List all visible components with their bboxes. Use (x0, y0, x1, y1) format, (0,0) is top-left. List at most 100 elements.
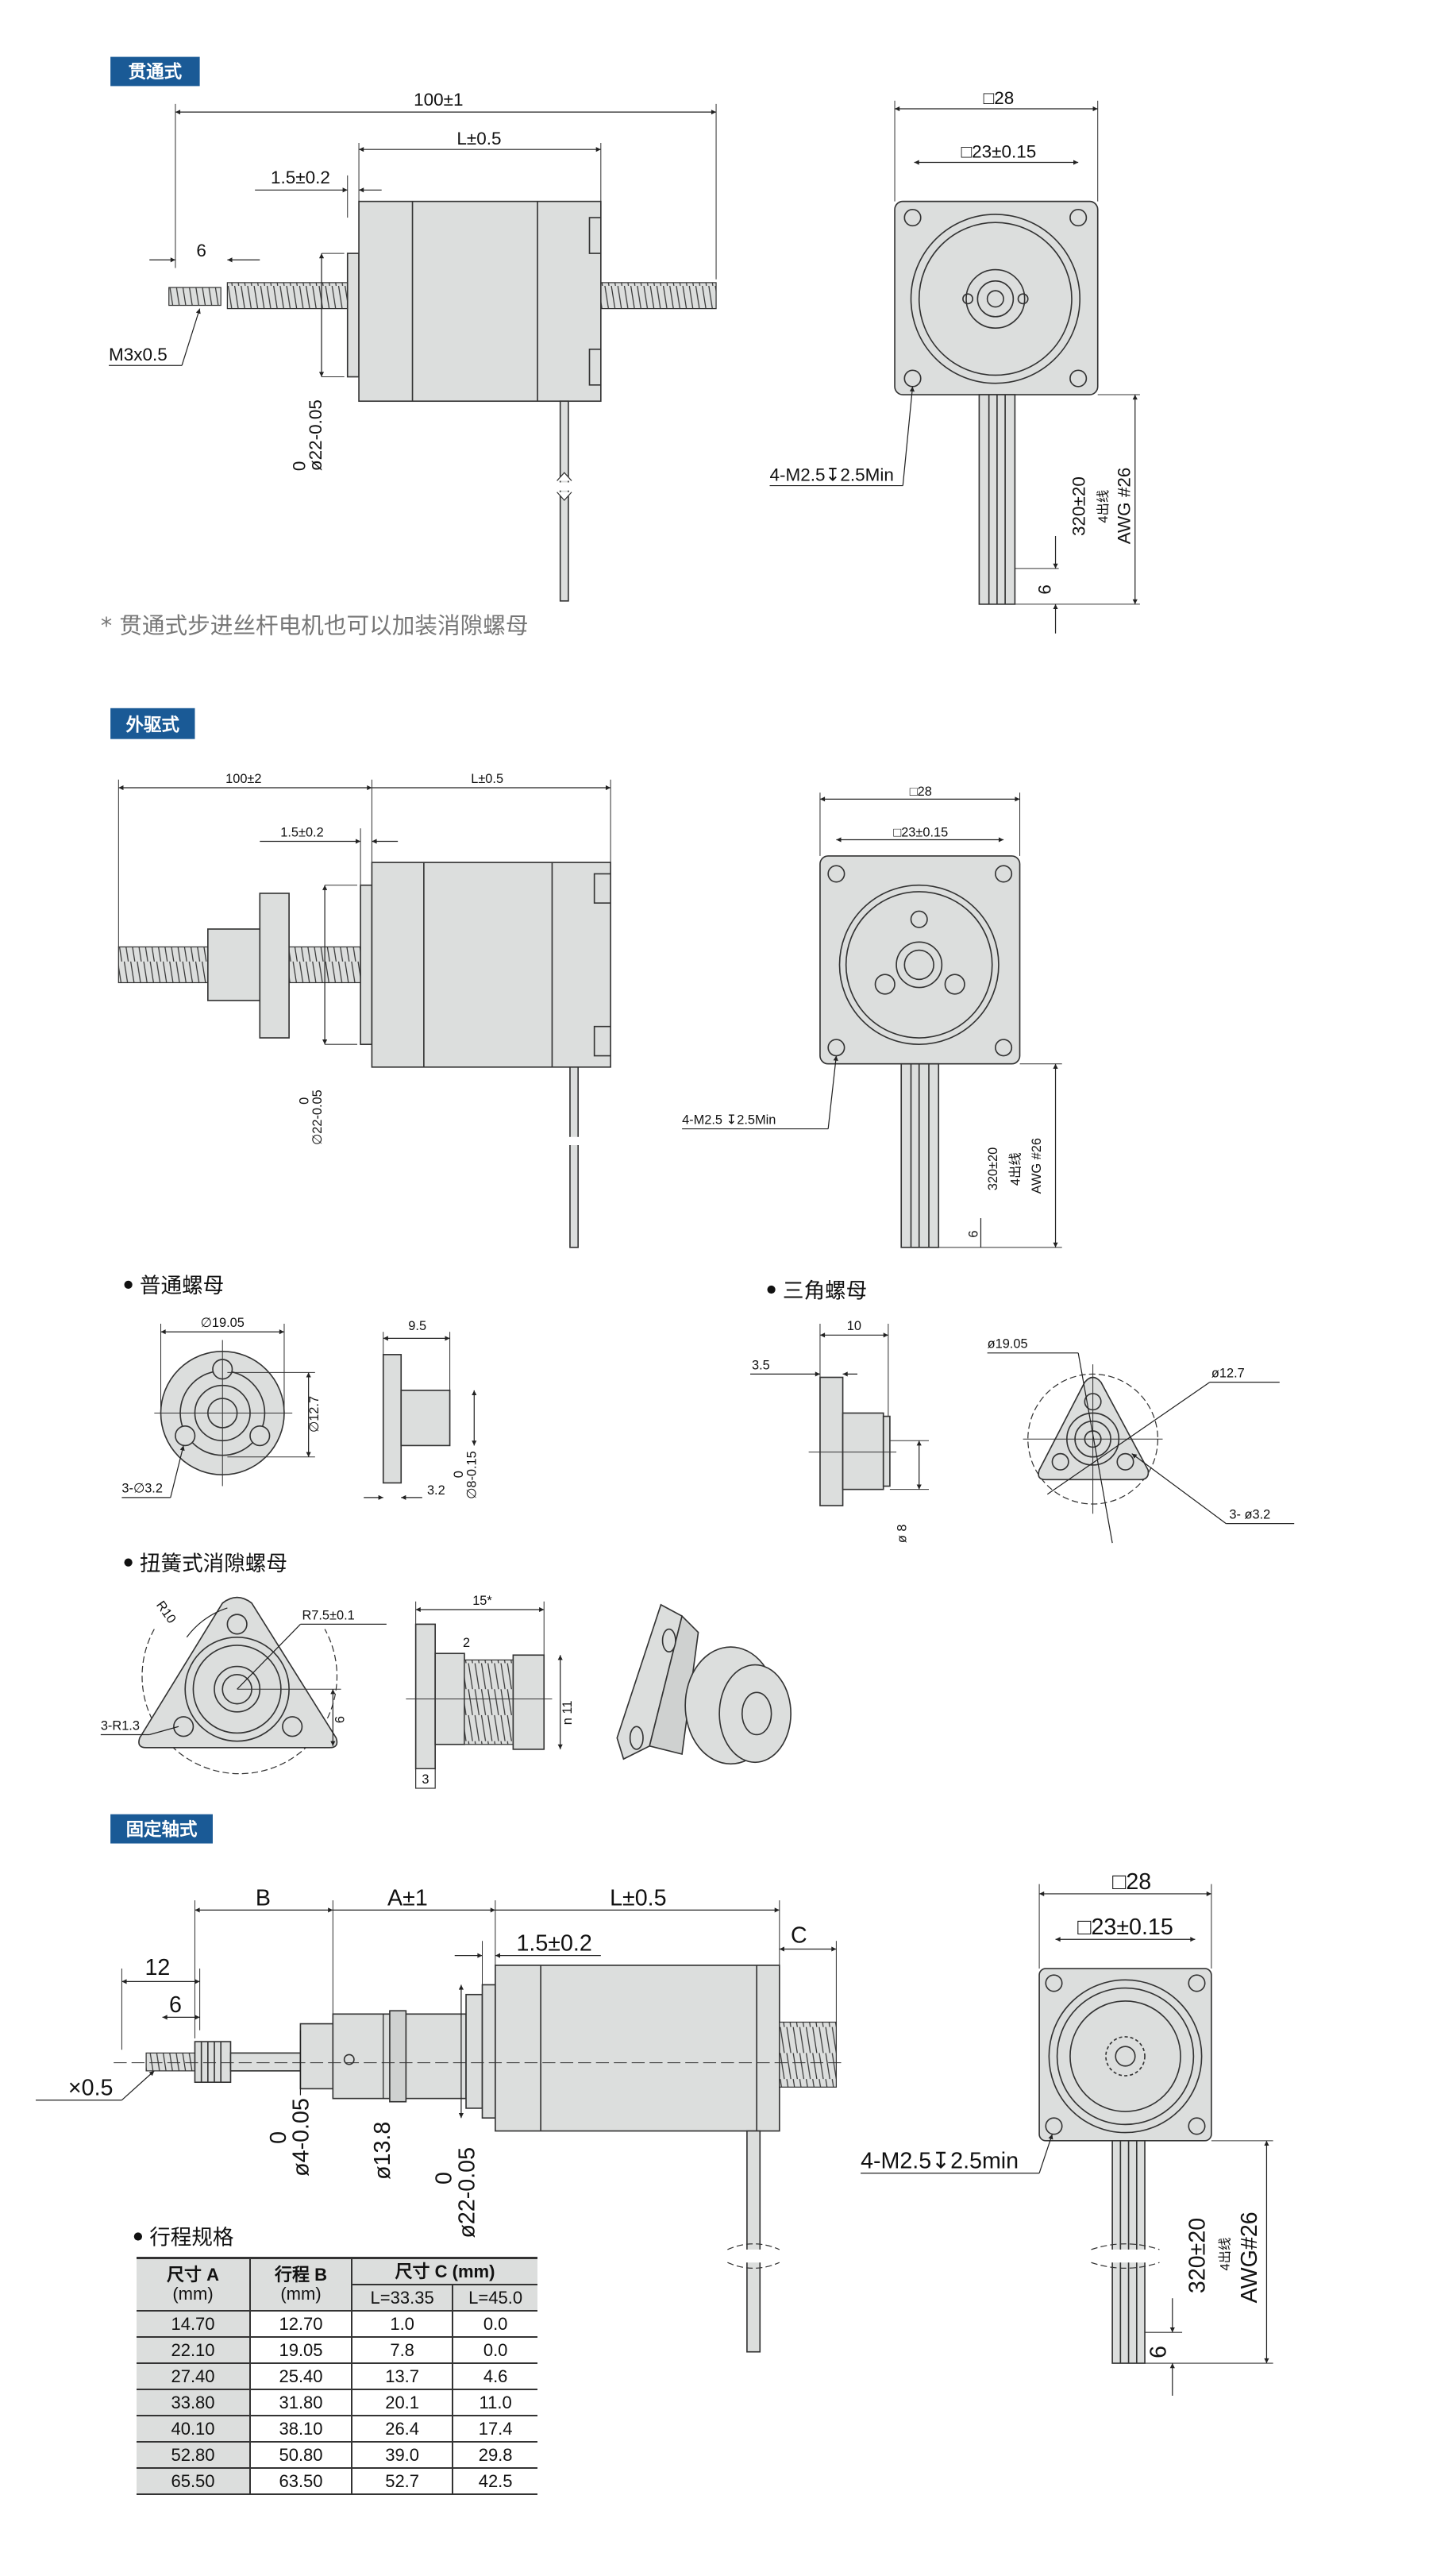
label-mount-holes: 4-M2.5↧2.5min (861, 2149, 1019, 2174)
dim-square-inner: □23±0.15 (893, 825, 948, 839)
dim-strip: 6 (1034, 584, 1054, 595)
nut-3d-view (616, 1603, 792, 1765)
table-cell: 19.05 (249, 2336, 352, 2364)
table-cell: 26.4 (350, 2415, 454, 2443)
dim-hub: ∅8-0.15 (464, 1451, 479, 1499)
table-cell: 4.6 (452, 2362, 537, 2390)
table-cell: 13.7 (350, 2362, 454, 2390)
table-cell: 63.50 (249, 2467, 352, 2495)
label-holes: 3-∅3.2 (121, 1482, 163, 1496)
nut-title: 扭簧式消隙螺母 (140, 1552, 287, 1576)
lead-wires (900, 1062, 940, 1248)
table-cell: 0.0 (452, 2310, 537, 2338)
dim-c: C (791, 1922, 807, 1948)
table-cell: 52.7 (350, 2467, 454, 2495)
dim-lead-length: 320±20 (1069, 476, 1088, 536)
triangle-nut: 三角螺母 10 3.5 ø 8 ø19.05 ø12.7 3- ø3.2 (749, 1278, 1295, 1544)
dim-body-length: L±0.5 (471, 772, 503, 786)
table-title: 行程规格 (149, 2226, 233, 2250)
lead-wire (569, 1066, 580, 1248)
dim-shaft: ø4-0.05 (289, 2098, 314, 2177)
table-cell: 52.80 (137, 2441, 251, 2469)
dim-dia: n 11 (560, 1701, 575, 1726)
dim-pilot-tol: 0 (298, 1097, 312, 1105)
table-cell: 38.10 (249, 2415, 352, 2443)
section-badge (110, 1814, 213, 1844)
dim-bore: R7.5±0.1 (302, 1608, 354, 1622)
lead-wire (559, 400, 569, 602)
dim-width: 10 (847, 1319, 861, 1333)
nut-title: 三角螺母 (783, 1278, 867, 1303)
dim-width: 9.5 (408, 1319, 426, 1333)
header-size-a: 尺寸 A(mm) (137, 2257, 251, 2312)
header-l2: L=45.0 (452, 2284, 537, 2312)
stroke-table: 尺寸 A(mm) 行程 B(mm) 尺寸 C (mm) L=33.35 L=45… (137, 2257, 537, 2495)
dim-flange: 3.2 (427, 1483, 445, 1498)
label-awg: AWG#26 (1237, 2212, 1262, 2303)
dim-flange: 1.5±0.2 (280, 825, 323, 839)
dim-square-outer: □28 (984, 88, 1015, 108)
label-mount-holes: 4-M2.5↧2.5Min (770, 465, 894, 484)
dim-strip: 6 (966, 1230, 980, 1237)
dim-shaft-tol: 0 (266, 2131, 291, 2144)
dim-total-length: 100±2 (225, 772, 261, 786)
dim-pilot-dia: ø22-0.05 (454, 2147, 480, 2239)
table-cell: 50.80 (249, 2441, 352, 2469)
table-cell: 31.80 (249, 2389, 352, 2416)
table-cell: 12.70 (249, 2310, 352, 2338)
dim-tip: 6 (196, 241, 206, 260)
table-cell: 7.8 (350, 2336, 454, 2364)
dim-pcd: ∅12.7 (307, 1396, 322, 1433)
dim-pilot-dia: ø22-0.05 (306, 399, 325, 471)
table-cell: 29.8 (452, 2441, 537, 2469)
section-external-drive: 外驱式 100±2 L±0.5 1.5±0.2 0 ∅22-0.05 □28 □… (110, 708, 1062, 1248)
dim-body-length: L±0.5 (610, 1885, 666, 1911)
label-awg: AWG #26 (1115, 468, 1134, 545)
table-cell: 33.80 (137, 2389, 251, 2416)
table-cell: 1.0 (350, 2310, 454, 2338)
label-holes: 3-R1.3 (101, 1718, 140, 1733)
note-text: * 贯通式步进丝杆电机也可以加装消隙螺母 (101, 612, 529, 639)
dim-body-length: L±0.5 (456, 129, 501, 148)
section-badge (110, 708, 195, 739)
dim-12: 12 (145, 1955, 171, 1980)
header-l1: L=33.35 (352, 2284, 454, 2312)
table-cell: 25.40 (249, 2362, 352, 2390)
motor-body (358, 200, 602, 403)
label-lead-count: 4出线 (1009, 1152, 1023, 1186)
dim-flange: 3 (422, 1772, 429, 1787)
dim-gap: 2 (463, 1636, 470, 1650)
table-cell: 20.1 (350, 2389, 454, 2416)
header-stroke-b: 行程 B(mm) (249, 2257, 352, 2312)
dim-square-outer: □28 (1112, 1869, 1151, 1895)
antibacklash-nut: 扭簧式消隙螺母 R10 R7.5±0.1 3-R1.3 6 15* 2 n 11… (101, 1552, 792, 1789)
dim-hub: ø 8 (895, 1524, 909, 1543)
table-cell: 14.70 (137, 2310, 251, 2338)
header-size-c: 尺寸 C (mm) (351, 2257, 537, 2285)
nut-title: 普通螺母 (140, 1274, 224, 1298)
label-holes: 3- ø3.2 (1229, 1507, 1270, 1521)
dim-flange: 1.5±0.2 (516, 1931, 591, 1957)
motor-end-view (1038, 1968, 1212, 2142)
label-thread: M3x0.5 (109, 345, 168, 364)
section-through-type: 贯通式 100±1 L±0.5 1.5±0.2 6 M3x0.5 0 ø22-0… (101, 56, 1140, 639)
dim-square-inner: □23±0.15 (1077, 1915, 1173, 1940)
motor-body (371, 862, 611, 1068)
motor-end-view (894, 200, 1099, 395)
table-cell: 39.0 (350, 2441, 454, 2469)
section-badge-label: 贯通式 (129, 62, 183, 83)
lead-wire (746, 2130, 761, 2353)
label-lead-count: 4出线 (1096, 490, 1111, 523)
dim-pilot-dia: ∅22-0.05 (310, 1089, 325, 1145)
section-badge-label: 外驱式 (126, 714, 180, 735)
dim-lead-length: 320±20 (1185, 2218, 1211, 2293)
dim-od: ∅19.05 (201, 1316, 245, 1330)
section-badge (110, 56, 200, 87)
dim-total-length: 100±1 (414, 90, 463, 110)
table-cell: 22.10 (137, 2336, 251, 2364)
dim-b: B (256, 1885, 271, 1911)
